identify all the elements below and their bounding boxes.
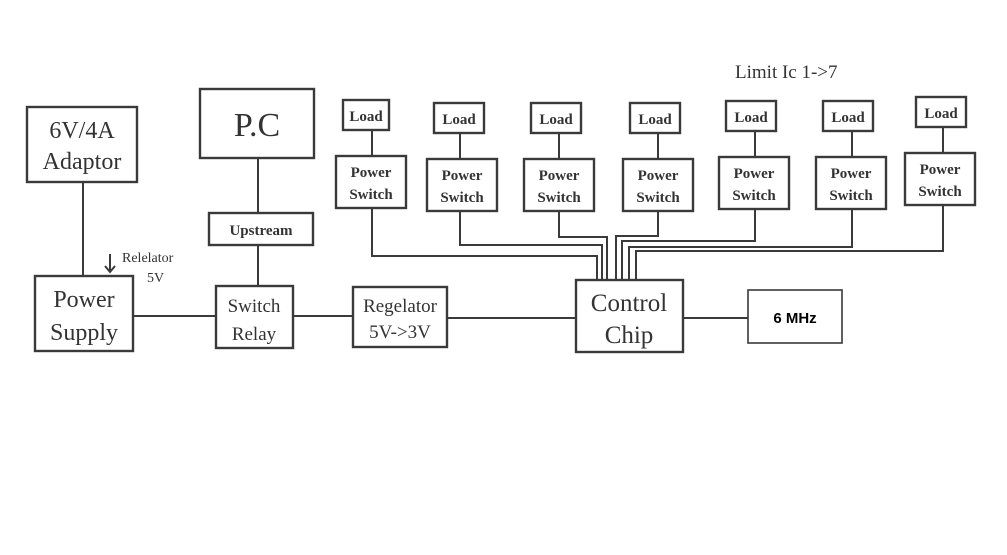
adaptor-block: 6V/4A Adaptor <box>25 105 139 184</box>
power-switch-line2: Switch <box>440 190 484 206</box>
power-switch-line1: Power <box>734 166 775 182</box>
power-supply-line2: Supply <box>50 320 118 346</box>
wire-switch-to-chip <box>459 211 603 280</box>
load-block: Load <box>628 101 682 135</box>
load-label: Load <box>539 112 573 128</box>
connection-wires <box>82 158 748 319</box>
power-switch-line1: Power <box>831 166 872 182</box>
power-switch-line1: Power <box>539 168 580 184</box>
load-block: Load <box>341 98 391 132</box>
power-switch-line1: Power <box>638 168 679 184</box>
load-label: Load <box>349 109 383 125</box>
power-switch-line2: Switch <box>732 188 776 204</box>
channel-wires <box>371 205 944 280</box>
load-block: Load <box>914 95 968 129</box>
power-switch-line1: Power <box>442 168 483 184</box>
power-switch-line1: Power <box>351 165 392 181</box>
oscillator-block: 6 MHz <box>747 289 843 344</box>
load-label: Load <box>831 110 865 126</box>
pc-label: P.C <box>234 107 280 144</box>
limit-note: Limit Ic 1->7 <box>735 62 838 83</box>
load-label: Load <box>734 110 768 126</box>
pc-block: P.C <box>198 87 316 160</box>
control-chip-line1: Control <box>591 290 667 317</box>
power-switch-line2: Switch <box>349 187 393 203</box>
load-label: Load <box>638 112 672 128</box>
upstream-block: Upstream <box>207 211 315 247</box>
wire-switch-to-chip <box>635 205 944 280</box>
down-arrow-icon <box>104 254 116 274</box>
power-switch-line2: Switch <box>636 190 680 206</box>
load-block: Load <box>821 99 875 133</box>
annotation-line1: Relelator <box>122 251 174 266</box>
load-label: Load <box>442 112 476 128</box>
oscillator-label: 6 MHz <box>773 310 816 327</box>
switch-relay-block: Switch Relay <box>214 284 295 350</box>
wire-switch-to-chip <box>621 209 756 280</box>
channels: LoadPowerSwitchLoadPowerSwitchLoadPowerS… <box>334 95 977 213</box>
power-switch-line2: Switch <box>918 184 962 200</box>
load-block: Load <box>432 101 486 135</box>
power-switch-line2: Switch <box>829 188 873 204</box>
load-label: Load <box>924 106 958 122</box>
load-block: Load <box>529 101 583 135</box>
upstream-label: Upstream <box>229 223 293 239</box>
switch-relay-line1: Switch <box>228 296 281 317</box>
regulator-line2: 5V->3V <box>369 322 431 343</box>
switch-relay-line2: Relay <box>232 324 277 345</box>
adaptor-line2: Adaptor <box>43 149 122 175</box>
load-block: Load <box>724 99 778 133</box>
power-supply-block: Power Supply <box>33 274 135 353</box>
wire-switch-to-chip <box>628 209 853 280</box>
power-supply-line1: Power <box>53 287 114 313</box>
wire-switch-to-chip <box>371 208 598 280</box>
regulator-block: Regelator 5V->3V <box>351 285 449 349</box>
wire-switch-to-chip <box>615 211 659 280</box>
control-chip-line2: Chip <box>605 322 654 349</box>
annotation-line2: 5V <box>147 271 164 286</box>
power-switch-line2: Switch <box>537 190 581 206</box>
adaptor-line1: 6V/4A <box>49 118 115 144</box>
control-chip-block: Control Chip <box>574 278 685 354</box>
wire-switch-to-chip <box>558 211 608 280</box>
regulator-line1: Regelator <box>363 296 438 317</box>
power-switch-line1: Power <box>920 162 961 178</box>
